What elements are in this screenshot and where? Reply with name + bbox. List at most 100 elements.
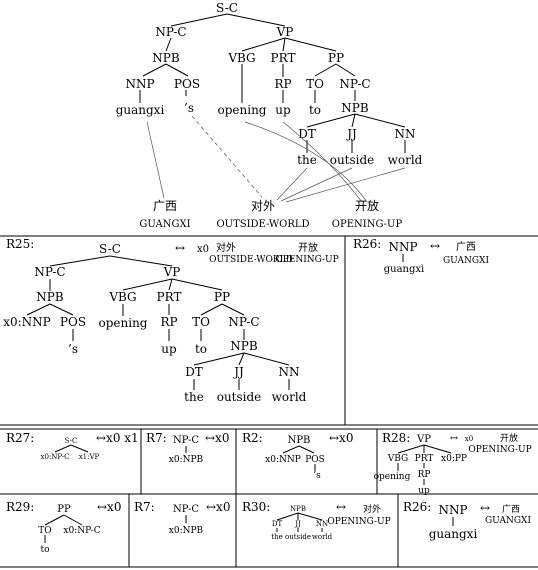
rule-r2: R2: NPB x0:NNP POS ’s ↔x0 xyxy=(242,431,353,481)
word-guangxi: guangxi xyxy=(116,103,165,117)
prt-node: PRT xyxy=(415,454,434,464)
tree-edge xyxy=(171,278,223,291)
to-node: TO xyxy=(306,77,324,91)
zh-guangxi: 广西 xyxy=(502,503,520,515)
tree-edge xyxy=(44,514,65,526)
npb-node: NPB xyxy=(152,51,180,65)
nnp-node: NNP xyxy=(125,77,154,91)
pp-variable-node: x0:PP xyxy=(441,454,467,464)
alignment-link-dashed xyxy=(191,115,263,198)
alignment-link xyxy=(244,121,368,203)
rule-label: R7: xyxy=(134,500,155,514)
arrow: ↔ xyxy=(336,500,346,514)
arrow: ↔ xyxy=(450,433,459,444)
jj-node: JJ xyxy=(345,127,357,141)
np-c-node: NP-C xyxy=(34,265,65,279)
alignment-link xyxy=(280,167,353,202)
pos-node: POS xyxy=(305,455,325,465)
rule-label: R25: xyxy=(6,237,34,251)
zh-outside-world: 对外 xyxy=(251,199,275,213)
word-to: to xyxy=(309,103,321,117)
nnp-node: NNP xyxy=(388,240,417,254)
tree-edge xyxy=(241,37,286,52)
tree-edge xyxy=(314,63,337,77)
word-opening: opening xyxy=(99,316,148,330)
alignment-link xyxy=(146,121,165,199)
vbg-node: VBG xyxy=(227,51,255,65)
vp-node: VP xyxy=(163,265,181,279)
root-node: S-C xyxy=(99,242,121,256)
vp-node: VP xyxy=(276,25,294,39)
tree-edge xyxy=(168,278,173,291)
variable-node: x0:NP-C xyxy=(41,453,70,461)
root-node: NPB xyxy=(290,505,306,513)
word-possessive: ’s xyxy=(313,471,321,481)
word-guangxi: guangxi xyxy=(384,264,424,275)
rule-r26-top: R26: NNP ↔ 广西 guangxi GUANGXI xyxy=(353,237,489,275)
target-string: ↔x0 xyxy=(205,431,229,445)
word-guangxi: guangxi xyxy=(429,527,478,541)
nn-node: NN xyxy=(395,127,416,141)
rp-node: RP xyxy=(274,77,291,91)
word-the: the xyxy=(184,390,204,404)
en-outside-world: OUTSIDE-WORLD xyxy=(216,219,309,230)
arrow: ↔ xyxy=(480,501,490,515)
word-possessive: ’s xyxy=(184,101,194,115)
nnp-variable-node: x0:NNP xyxy=(3,315,51,329)
variable-node: x0:NPB xyxy=(169,526,204,536)
dt-node: DT xyxy=(185,365,203,379)
rule-r26-bottom: R26: NNP ↔ 广西 GUANGXI guangxi xyxy=(403,500,531,541)
root-node: NPB xyxy=(288,435,311,446)
npb-node-2: NPB xyxy=(341,101,369,115)
root-node: PP xyxy=(57,504,71,515)
en-opening-up: OPENING-UP xyxy=(332,219,403,230)
zh-outside-world: 对外 xyxy=(363,503,381,515)
nnp-variable-node: x0:NNP xyxy=(265,455,301,465)
dt-node: DT xyxy=(298,127,316,141)
tree-edge xyxy=(70,444,89,453)
variable-node: x1:VP xyxy=(79,453,100,461)
en-guangxi: GUANGXI xyxy=(139,219,190,230)
tree-edge xyxy=(351,113,356,128)
rule-label: R7: xyxy=(146,431,167,445)
tree-edge xyxy=(397,444,425,454)
zh-outside-world: 对外 xyxy=(216,241,236,254)
zh-opening-up: 开放 xyxy=(500,432,518,444)
prt-node: PRT xyxy=(157,290,182,304)
target-string: ↔x0 x1 xyxy=(96,431,139,445)
word-world: world xyxy=(272,390,307,404)
word-up: up xyxy=(275,103,291,117)
dt-node: DT xyxy=(272,520,283,528)
tree-edge xyxy=(354,113,406,128)
rule-r28: R28: VP ↔ x0 开放 OPENING-UP VBG PRT x0:PP… xyxy=(374,431,532,496)
tree-edge xyxy=(109,255,173,267)
rule-label: R26: xyxy=(403,500,431,514)
tree-edge xyxy=(243,352,290,366)
vbg-node: VBG xyxy=(108,290,136,304)
alignment-link xyxy=(276,167,308,201)
rule-r29: R29: PP TO x0:NP-C to ↔x0 xyxy=(6,500,121,555)
en-guangxi: GUANGXI xyxy=(443,256,489,266)
word-opening: opening xyxy=(218,103,267,117)
rp-node: RP xyxy=(418,470,431,480)
alignment-link xyxy=(285,167,406,203)
pos-node: POS xyxy=(60,315,86,329)
word-world: world xyxy=(388,153,423,167)
alignment-link xyxy=(282,121,363,203)
tree-edge xyxy=(165,63,189,77)
tree-edge xyxy=(284,37,337,52)
root-node: NP-C xyxy=(173,504,199,515)
en-opening-up: OPENING-UP xyxy=(468,445,531,455)
main-parse-tree: S-C NP-C NPB NNP POS guangxi ’s VP VBG P… xyxy=(116,1,423,230)
tree-edge xyxy=(282,37,286,52)
jj-node: JJ xyxy=(294,520,301,528)
rule-r7-top: R7: NP-C x0:NPB ↔x0 xyxy=(146,431,229,465)
np-c-node: NP-C xyxy=(155,25,186,39)
tree-edge xyxy=(238,352,245,366)
rule-label: R2: xyxy=(242,431,263,445)
np-c-node-2: NP-C xyxy=(339,77,370,91)
to-node: TO xyxy=(38,526,51,536)
word-outside: outside xyxy=(330,153,375,167)
rule-label: R26: xyxy=(353,237,381,251)
tree-edge xyxy=(297,512,323,521)
